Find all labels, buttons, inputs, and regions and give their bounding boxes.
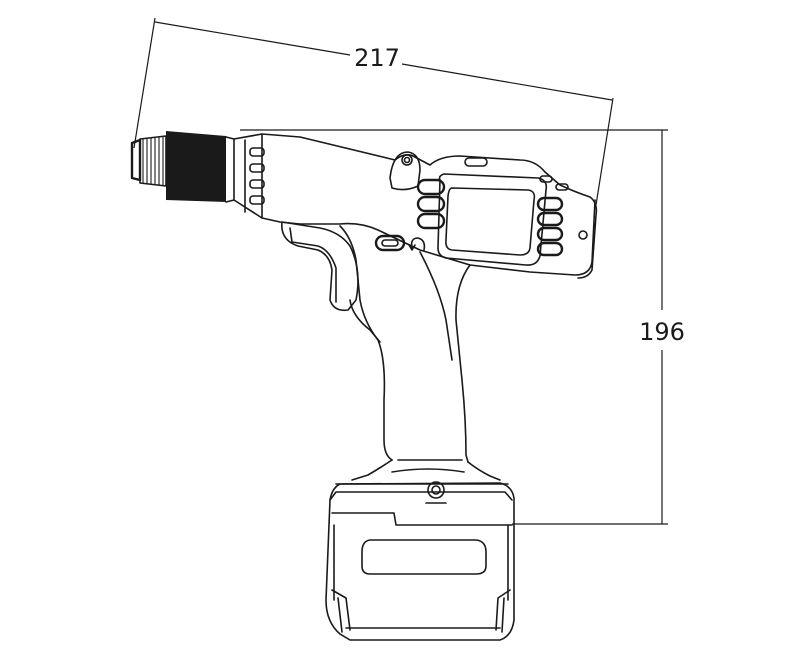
battery-pack — [325, 481, 515, 641]
length-extension-line-right — [595, 97, 614, 206]
length-dimension-line-right — [401, 63, 613, 101]
bit-holder — [130, 135, 167, 187]
length-extension-line-left — [133, 17, 156, 149]
tool-body — [233, 133, 598, 279]
bit-thread-lines — [142, 136, 164, 186]
left-button-cluster — [416, 178, 446, 230]
rotate-arrow-icon — [410, 237, 426, 251]
top-indicator — [464, 157, 488, 167]
battery-screw-icon — [427, 481, 445, 499]
length-value: 217 — [354, 44, 400, 72]
trigger — [281, 221, 359, 312]
housing-vent-slots — [249, 147, 265, 205]
direction-switch — [374, 234, 406, 252]
display-window — [445, 187, 536, 256]
top-hook — [389, 151, 421, 191]
knurled-sleeve — [166, 131, 235, 203]
height-value: 196 — [639, 318, 685, 346]
length-dimension: 217 — [133, 17, 614, 206]
battery-label-recess — [361, 539, 487, 575]
length-dimension-line-left — [154, 21, 351, 56]
status-led-2 — [555, 183, 569, 191]
right-button-cluster — [536, 196, 564, 257]
status-led-1 — [539, 175, 553, 183]
rear-screw-icon — [578, 230, 588, 240]
height-dimension: 196 — [240, 129, 685, 525]
handle — [339, 225, 501, 481]
